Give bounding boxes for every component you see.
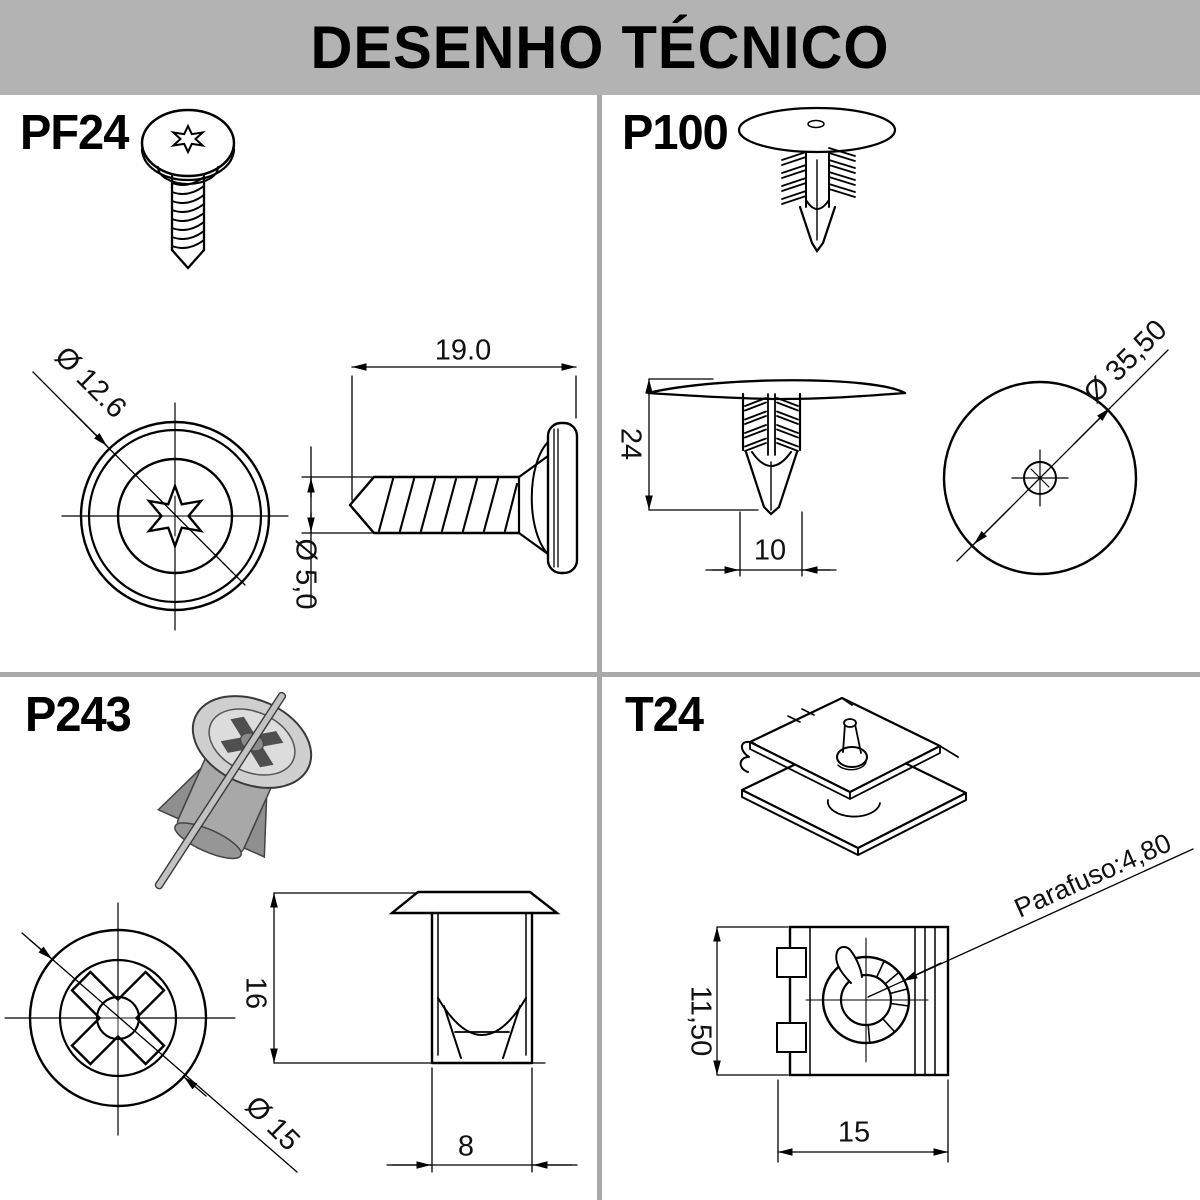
page-title: DESENHO TÉCNICO <box>310 13 890 82</box>
part-label-p100: P100 <box>622 103 729 160</box>
p100-top-view <box>942 349 1169 576</box>
dim-p243-body-width: 8 <box>457 1130 475 1163</box>
dim-pf24-thread-diameter: Ø 5,0 <box>289 538 322 610</box>
p243-pictorial <box>154 691 313 890</box>
pf24-pictorial <box>140 108 236 270</box>
dim-p243-height: 16 <box>239 976 272 1010</box>
part-label-pf24: PF24 <box>20 103 129 160</box>
vertical-divider <box>597 95 602 1200</box>
horizontal-divider <box>0 672 1200 677</box>
pf24-side-view <box>301 363 579 606</box>
t24-plan-view <box>713 848 1194 1163</box>
dim-p100-height: 24 <box>614 427 647 461</box>
part-label-t24: T24 <box>625 685 704 742</box>
pf24-top-view <box>32 371 289 631</box>
dim-t24-height: 11,50 <box>684 985 717 1057</box>
dim-pf24-length: 19.0 <box>434 334 492 367</box>
dim-t24-width: 15 <box>837 1116 871 1149</box>
p243-top-view <box>4 902 298 1173</box>
t24-pictorial <box>739 696 968 856</box>
dim-p100-stem-width: 10 <box>753 534 787 567</box>
part-label-p243: P243 <box>25 685 132 742</box>
p100-pictorial <box>737 106 897 253</box>
p243-side-view <box>270 890 578 1173</box>
p100-front-view <box>645 378 907 577</box>
header-bar <box>0 0 1200 95</box>
